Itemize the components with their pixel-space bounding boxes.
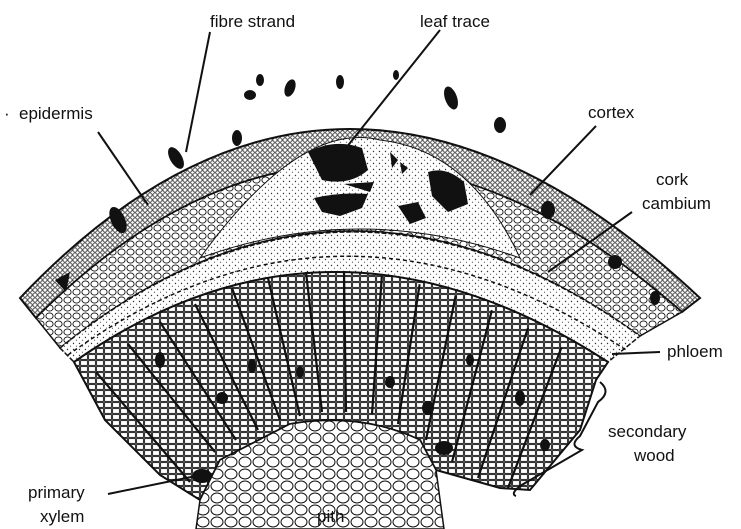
label-cork: cork	[656, 170, 689, 189]
label-cortex: cortex	[588, 103, 635, 122]
label-phloem: phloem	[667, 342, 723, 361]
label-epidermis-dot: ·	[4, 104, 10, 123]
leader-cortex	[530, 126, 596, 195]
label-leaf-trace: leaf trace	[420, 12, 490, 31]
label-fibre-strand: fibre strand	[210, 12, 295, 31]
label-wood: wood	[633, 446, 675, 465]
label-xylem: xylem	[40, 507, 84, 526]
label-secondary: secondary	[608, 422, 687, 441]
label-epidermis: epidermis	[19, 104, 93, 123]
label-primary: primary	[28, 483, 85, 502]
label-cambium: cambium	[642, 194, 711, 213]
label-pith: pith	[317, 507, 344, 526]
leader-fibre-strand	[186, 32, 210, 152]
leader-epidermis	[98, 132, 148, 205]
